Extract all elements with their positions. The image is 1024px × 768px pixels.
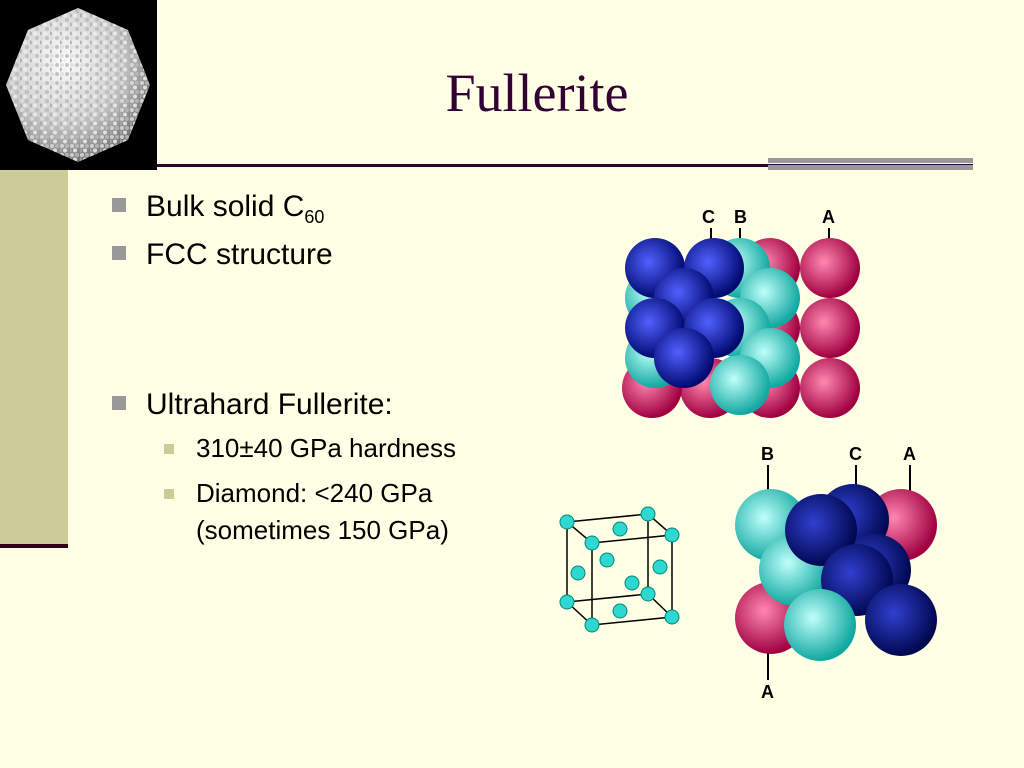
- bullet-square-icon: [112, 396, 126, 410]
- layer-label-c: C: [849, 444, 862, 464]
- buckyball-graphic: [6, 8, 150, 162]
- bullet-bulk-solid: Bulk solid C60: [112, 190, 324, 228]
- bullet-fcc: FCC structure: [112, 238, 333, 272]
- sub-bullet-square-icon: [164, 444, 174, 454]
- layer-label-c: C: [702, 207, 715, 227]
- bullet-text: Ultrahard Fullerite:: [146, 388, 393, 421]
- fcc-unit-cell-figure: [559, 506, 680, 633]
- bullet-ultrahard: Ultrahard Fullerite:: [112, 388, 393, 422]
- fcc-stacking-figure-bottom: B C A A: [735, 444, 937, 702]
- sub-bullet-text-line2: (sometimes 150 GPa): [196, 515, 449, 545]
- layer-label-a-top: A: [903, 444, 916, 464]
- sub-bullet-square-icon: [164, 489, 174, 499]
- sub-bullet-diamond: Diamond: <240 GPa (sometimes 150 GPa): [164, 475, 449, 549]
- sub-bullet-text-line1: Diamond: <240 GPa: [196, 478, 433, 508]
- buckyball-image: [0, 0, 157, 170]
- bullet-square-icon: [112, 198, 126, 212]
- title-rule-accent: [768, 158, 973, 178]
- title-rule: [157, 164, 973, 167]
- subscript: 60: [304, 207, 325, 227]
- sub-bullet-text: 310±40 GPa hardness: [196, 433, 456, 463]
- decorative-side-band-edge: [0, 544, 68, 548]
- layer-label-a: A: [822, 207, 835, 227]
- bullet-text: FCC structure: [146, 238, 333, 271]
- fcc-stacking-figure-top: C B A: [622, 207, 860, 418]
- bullet-square-icon: [112, 246, 126, 260]
- layer-label-b: B: [761, 444, 774, 464]
- layer-label-a-bottom: A: [761, 682, 774, 702]
- decorative-side-band: [0, 170, 68, 545]
- layer-label-b: B: [734, 207, 747, 227]
- sub-bullet-hardness: 310±40 GPa hardness: [164, 430, 456, 467]
- bullet-text: Bulk solid C: [146, 190, 305, 223]
- layer-c-spheres: [625, 238, 744, 388]
- slide-title: Fullerite: [445, 63, 629, 123]
